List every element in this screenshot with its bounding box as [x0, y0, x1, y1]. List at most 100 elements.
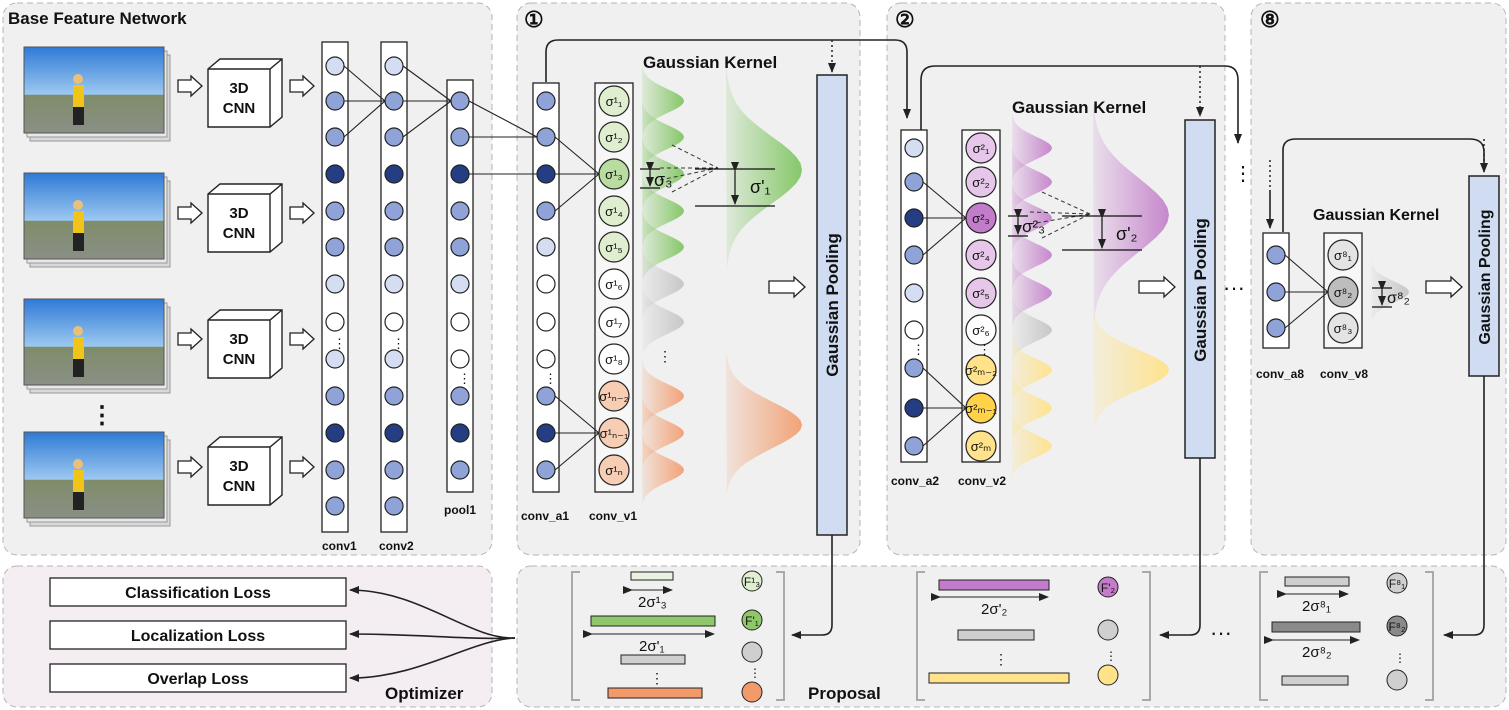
conv-v1-column-sigma-text-2: σ¹₂ [605, 130, 622, 145]
cnn-edges [208, 183, 283, 252]
p2-ellipsis: ⋮ [994, 651, 1008, 667]
stage2-kernel-title: Gaussian Kernel [1012, 98, 1146, 117]
cnn-box [207, 58, 283, 128]
conv-v2-ellipsis: ⋮ [978, 342, 991, 357]
conv-v1-column-sigma-11 [598, 454, 630, 486]
feature-columns: ⋮⋮⋮⋮⋮σ¹₁σ¹₂σ¹₃σ¹₄σ¹₅σ¹₆σ¹₇σ¹₈σ¹ₙ₋₂σ¹ₙ₋₁σ… [321, 41, 1363, 533]
p1-f-top: F¹₃ [744, 575, 760, 589]
conv-v1-column-sigma-text-1: σ¹₁ [606, 94, 623, 109]
conv-a1-column-node-3 [536, 164, 556, 184]
conv-a1-column-node-11 [536, 423, 556, 443]
frame-image [23, 298, 165, 386]
cnn-label-top: 3D [229, 80, 248, 97]
frame-to-cnn-arrow-2 [177, 201, 203, 225]
connection-line [922, 181, 967, 219]
p2-f-ellipsis: ⋮ [1105, 649, 1117, 663]
cnn-to-conv-arrow-2 [289, 201, 315, 225]
stage2-kernel-2 [1012, 148, 1052, 216]
conv-a1-column-node-5 [536, 237, 556, 257]
frame-image [23, 431, 165, 519]
stage1-to-pool-arrow [768, 275, 806, 299]
connection-line [1284, 291, 1329, 329]
conv-v8-column-sigma-text-1: σ⁸₁ [1334, 248, 1353, 263]
conv1-column-ellipsis: ⋮ [333, 336, 346, 351]
stage2-dash-line [1041, 213, 1091, 239]
pool1-column: ⋮ [446, 79, 474, 493]
stage8-kernel-title: Gaussian Kernel [1313, 207, 1439, 224]
conv-v1-column-sigma-text-9: σ¹ₙ₋₂ [599, 389, 628, 404]
p8-f-mid: F⁸₂ [1388, 620, 1405, 634]
stage1-kernel-title: Gaussian Kernel [643, 53, 777, 72]
conv-v1-column-sigma-text-10: σ¹ₙ₋₁ [600, 426, 629, 441]
connection-line [554, 173, 600, 212]
cnn-edges [208, 58, 283, 127]
connection-line [554, 395, 600, 434]
path-opt-loc [349, 630, 516, 640]
conv-v2-column-sigma-text-8: σ²ₘ₋₁ [965, 401, 997, 416]
conv-v1-column-sigma-4 [598, 195, 630, 227]
conv1-column-node-10 [325, 349, 345, 369]
stage8-pool-label: Gaussian Pooling [1477, 209, 1494, 344]
conv1-column-node-13 [325, 460, 345, 480]
pool1-column-node-12 [450, 460, 470, 480]
conv-v1-column-sigma-9 [598, 380, 630, 412]
frame-image [23, 172, 165, 260]
video-frames [23, 46, 171, 527]
conv2-column-node-4 [384, 164, 404, 184]
conv2-column-node-12 [384, 423, 404, 443]
proposal-ellipsis: ··· [1210, 620, 1232, 645]
stage1-pool-label: Gaussian Pooling [823, 233, 842, 377]
proposal-group-8: 2σ⁸₁ 2σ⁸₂ F⁸₁ F⁸₂ ⋮ [1264, 572, 1408, 691]
panel-stage2 [886, 2, 1226, 556]
cnn-label-bottom: CNN [223, 351, 256, 368]
conv2-column-node-1 [384, 56, 404, 76]
conv1-column-node-3 [325, 127, 345, 147]
athlete-head [73, 200, 83, 210]
conv-v1-column-sigma-text-5: σ¹₅ [605, 240, 623, 255]
p8-top-label: 2σ⁸₁ [1302, 598, 1331, 615]
conv2-column-node-10 [384, 349, 404, 369]
cnn-label-top: 3D [229, 458, 248, 475]
stage1-kernel-10 [642, 434, 684, 506]
conv2-column-node-2 [384, 91, 404, 111]
conv-v1-column-sigma-1 [598, 85, 630, 117]
conv-v2-column-sigma-text-5: σ²₅ [972, 286, 990, 301]
conv-v2-column-sigma-text-3: σ²₃ [972, 211, 990, 226]
cnn-label-bottom: CNN [223, 100, 256, 117]
pool1-column-node-1 [450, 91, 470, 111]
base-title: Base Feature Network [8, 9, 187, 28]
dotted-inputs [828, 40, 1485, 190]
conv-v1-column-sigma-8 [598, 343, 630, 375]
stage2-kernel-9 [1012, 412, 1052, 480]
pool1-column-node-7 [450, 312, 470, 332]
conv2-column-node-7 [384, 274, 404, 294]
conv-a1-label: conv_a1 [521, 509, 569, 523]
connection-line [554, 136, 600, 175]
conv-v8-column-sigma-3 [1327, 312, 1359, 344]
athlete-body [73, 337, 84, 359]
cnn-box [207, 309, 283, 379]
pool1-column-node-3 [450, 164, 470, 184]
frames-ellipsis: ⋮ [90, 402, 114, 429]
stage2-kernel-7 [1012, 336, 1052, 404]
athlete-head [73, 326, 83, 336]
athlete-body [73, 211, 84, 233]
cnn-label-top: 3D [229, 331, 248, 348]
cnn-box [207, 436, 283, 506]
frame-to-cnn-arrow-3 [177, 327, 203, 351]
cnn-label-top: 3D [229, 205, 248, 222]
cnn-block-3: 3D CNN [207, 309, 283, 379]
overlap-loss: Overlap Loss [147, 671, 248, 688]
stage2-kernel-6 [1012, 296, 1052, 364]
conv-a1-column-node-4 [536, 201, 556, 221]
conv-a2-label: conv_a2 [891, 474, 939, 488]
stage1-dash-line [671, 167, 719, 193]
conv-v1-column-sigma-5 [598, 231, 630, 263]
conv-v8-column-sigma-text-3: σ⁸₃ [1334, 321, 1353, 336]
p8-f-top: F⁸₁ [1389, 577, 1405, 591]
conv2-column-node-14 [384, 496, 404, 516]
connection-line [1284, 254, 1329, 293]
p1-f-mid: F'₁ [745, 614, 759, 628]
